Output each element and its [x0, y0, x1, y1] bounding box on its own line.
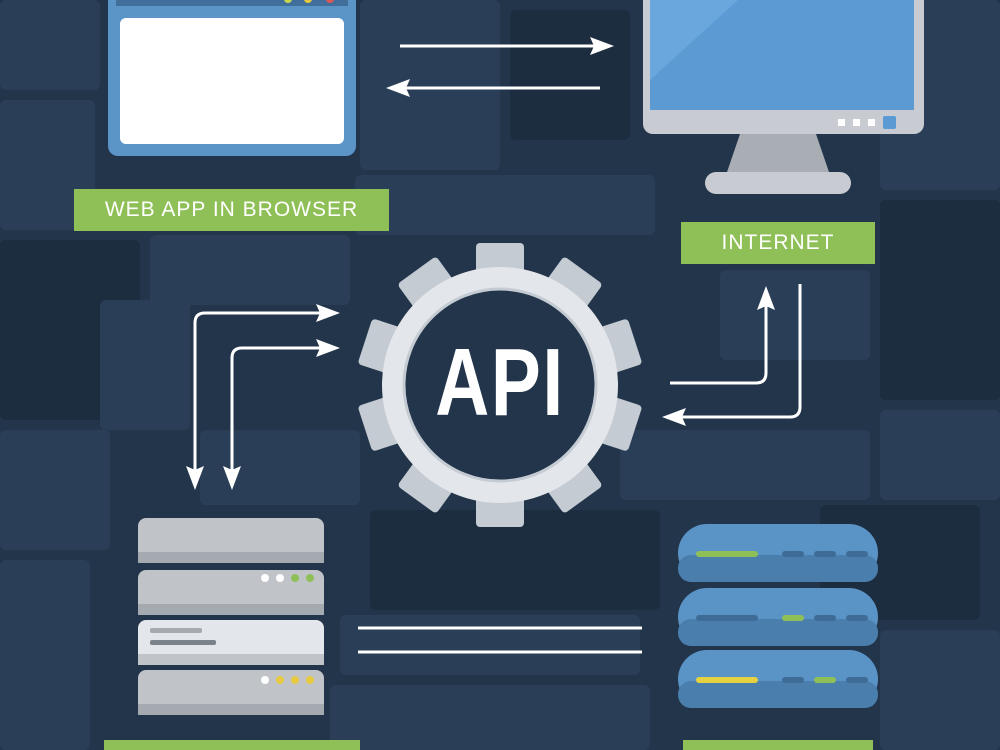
arrow-right-left-2 [316, 339, 340, 357]
gear-internet-arrows [670, 284, 802, 419]
arrow-down-left-2 [223, 466, 241, 490]
database-stack-icon [678, 524, 878, 708]
database-label [683, 740, 873, 750]
browser-label: WEB APP IN BROWSER [74, 189, 389, 231]
monitor-icon [643, 0, 924, 194]
arrow-right-left-1 [316, 304, 340, 322]
server-rack-icon [138, 518, 324, 715]
server-label [104, 740, 360, 750]
gear-icon [358, 243, 642, 527]
server-link-lines [358, 626, 642, 654]
browser-internet-arrows [400, 44, 600, 90]
internet-label: INTERNET [681, 222, 875, 264]
arrow-up-right [757, 286, 775, 310]
browser-window-icon [108, 0, 356, 156]
arrow-left-top [386, 79, 410, 97]
arrow-down-left-1 [186, 466, 204, 490]
arrow-left-right [662, 408, 686, 426]
gear-server-left-arrows [193, 311, 325, 475]
arrow-right-top [590, 37, 614, 55]
api-title: API [435, 329, 565, 436]
